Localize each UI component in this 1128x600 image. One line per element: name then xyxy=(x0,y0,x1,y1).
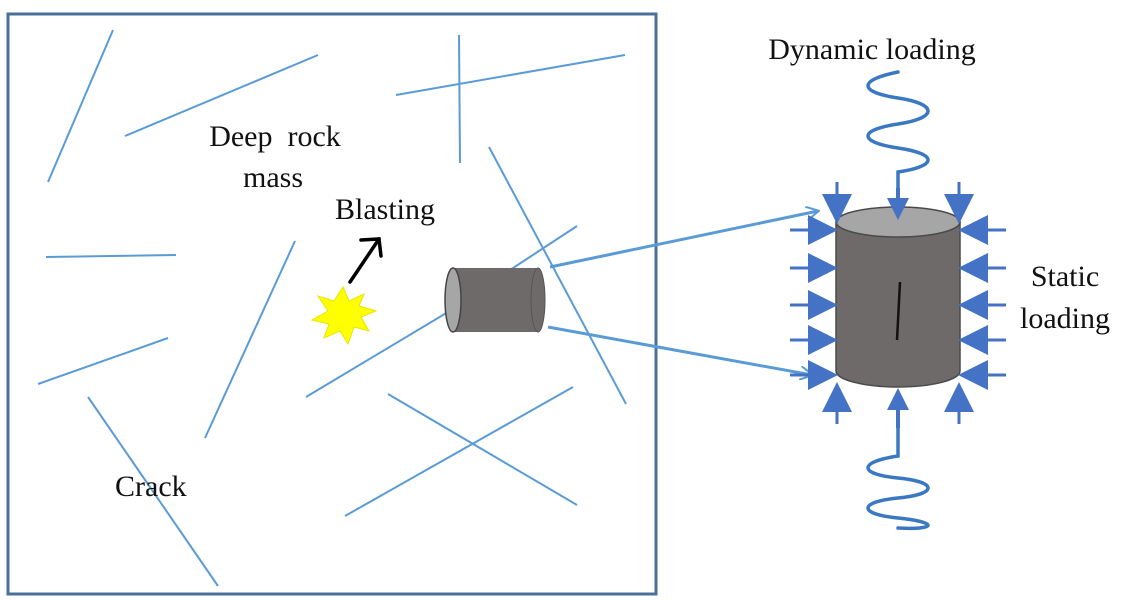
connector-arrow-bottom xyxy=(547,325,812,375)
connector-arrow-top xyxy=(549,211,818,269)
label-crack: Crack xyxy=(115,470,187,503)
axial-arrow-up xyxy=(887,388,909,410)
dynamic-loading-waves xyxy=(866,70,930,531)
crack-line xyxy=(509,225,578,271)
crack-line xyxy=(87,396,219,587)
crack-line xyxy=(387,393,578,506)
crack-line xyxy=(488,146,627,405)
dynamic-wave-top xyxy=(866,70,930,192)
specimen-crack xyxy=(895,281,902,341)
crack-line xyxy=(37,337,169,385)
zoom-connector-arrows xyxy=(547,211,818,375)
label-static-line1: Static xyxy=(1031,260,1099,293)
axial-arrow-down xyxy=(887,198,909,220)
label-rock-mass-line1: Deep rock xyxy=(209,120,341,153)
dynamic-wave-bottom xyxy=(866,426,930,531)
static-loading-arrows xyxy=(790,182,1006,424)
crack-line xyxy=(45,254,177,258)
axial-load-arrows xyxy=(887,188,909,428)
blast-star-icon xyxy=(310,285,378,346)
label-rock-mass-line2: mass xyxy=(243,161,303,194)
crack-line xyxy=(305,311,449,398)
crack-lines xyxy=(37,29,627,587)
crack-line xyxy=(47,29,114,183)
label-blasting: Blasting xyxy=(335,193,435,226)
crack-line xyxy=(344,386,574,517)
crack-line xyxy=(395,54,626,96)
crack-line xyxy=(124,54,319,137)
crack-line xyxy=(458,34,461,164)
rock-core-cylinder-icon xyxy=(835,206,961,388)
crack-line xyxy=(204,240,296,439)
rock-core-sample xyxy=(444,267,546,333)
arrow-up-right-icon xyxy=(348,237,383,284)
label-static-line2: loading xyxy=(1020,302,1110,335)
label-dynamic-loading: Dynamic loading xyxy=(768,33,975,66)
